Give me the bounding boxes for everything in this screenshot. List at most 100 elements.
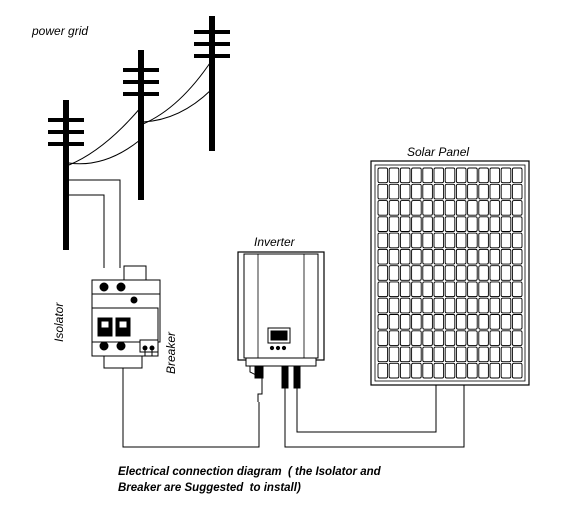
solar-cell	[467, 330, 478, 346]
solar-cell	[500, 281, 512, 298]
power-grid-label: power grid	[32, 24, 89, 38]
solar-cell	[388, 362, 400, 379]
solar-cell	[500, 200, 512, 216]
solar-cell	[478, 167, 489, 184]
solar-cell	[500, 232, 512, 249]
solar-cell	[455, 200, 467, 216]
solar-cell	[422, 248, 433, 265]
solar-cell	[489, 330, 501, 346]
solar-cell	[399, 200, 411, 216]
inverter-button	[275, 345, 281, 351]
solar-cell	[455, 314, 467, 330]
inverter-dc-connector-pos	[281, 365, 289, 389]
solar-cell	[511, 281, 523, 298]
solar-cell	[511, 200, 523, 216]
solar-cell	[467, 248, 478, 265]
solar-cell	[388, 216, 400, 232]
solar-cell	[511, 362, 523, 379]
solar-cell	[444, 297, 456, 314]
diagram-caption: Electrical connection diagram ( the Isol…	[118, 464, 538, 496]
solar-cell	[455, 346, 467, 363]
solar-cell	[411, 281, 422, 298]
solar-cell	[399, 314, 411, 330]
solar-cell	[489, 183, 501, 200]
solar-cell	[500, 216, 512, 232]
inverter-button	[281, 345, 287, 351]
solar-cell	[433, 167, 445, 184]
solar-cell	[388, 200, 400, 216]
ac-wire	[122, 368, 260, 448]
solar-cell	[455, 330, 467, 346]
solar-cell	[377, 346, 389, 363]
solar-cell	[489, 232, 501, 249]
solar-cell	[422, 167, 433, 184]
solar-cell	[422, 346, 433, 363]
solar-cell	[467, 183, 478, 200]
solar-cell	[433, 281, 445, 298]
solar-panel-cells	[377, 167, 523, 379]
solar-cell	[500, 346, 512, 363]
solar-cell	[444, 232, 456, 249]
solar-cell	[489, 281, 501, 298]
solar-cell	[444, 362, 456, 379]
solar-cell	[500, 248, 512, 265]
utility-pole-left	[48, 100, 84, 250]
solar-cell	[433, 216, 445, 232]
solar-cell	[489, 346, 501, 363]
solar-cell	[388, 248, 400, 265]
solar-cell	[433, 346, 445, 363]
solar-cell	[377, 330, 389, 346]
solar-cell	[500, 183, 512, 200]
solar-cell	[399, 216, 411, 232]
solar-cell	[399, 167, 411, 184]
solar-cell	[433, 330, 445, 346]
solar-cell	[500, 314, 512, 330]
solar-cell	[511, 330, 523, 346]
solar-cell	[444, 216, 456, 232]
solar-cell	[467, 362, 478, 379]
solar-cell	[455, 167, 467, 184]
solar-cell	[444, 265, 456, 281]
solar-cell	[377, 232, 389, 249]
solar-cell	[467, 281, 478, 298]
solar-cell	[399, 183, 411, 200]
solar-cell	[422, 216, 433, 232]
solar-cell	[500, 330, 512, 346]
solar-cell	[478, 232, 489, 249]
solar-cell	[478, 216, 489, 232]
inverter-button	[269, 345, 275, 351]
overhead-cables	[68, 59, 213, 166]
solar-cell	[467, 265, 478, 281]
solar-cell	[411, 346, 422, 363]
solar-cell	[444, 314, 456, 330]
solar-cell	[411, 248, 422, 265]
solar-cell	[478, 297, 489, 314]
screw-terminal	[99, 341, 109, 351]
solar-cell	[411, 265, 422, 281]
dc-wire-positive	[284, 385, 465, 448]
solar-cell	[444, 183, 456, 200]
solar-cell	[489, 248, 501, 265]
solar-cell	[422, 297, 433, 314]
solar-cell	[399, 265, 411, 281]
solar-cell	[478, 265, 489, 281]
solar-cell	[467, 346, 478, 363]
drop-cables	[69, 179, 121, 268]
solar-cell	[489, 167, 501, 184]
solar-cell	[489, 216, 501, 232]
solar-cell	[511, 265, 523, 281]
solar-cell	[455, 183, 467, 200]
solar-cell	[489, 297, 501, 314]
solar-cell	[511, 248, 523, 265]
solar-cell	[467, 314, 478, 330]
solar-cell	[511, 297, 523, 314]
solar-cell	[377, 314, 389, 330]
solar-cell	[467, 232, 478, 249]
screw-terminal	[116, 282, 126, 292]
solar-cell	[377, 281, 389, 298]
solar-cell	[455, 297, 467, 314]
solar-cell	[422, 330, 433, 346]
solar-cell	[377, 200, 389, 216]
solar-cell	[388, 346, 400, 363]
